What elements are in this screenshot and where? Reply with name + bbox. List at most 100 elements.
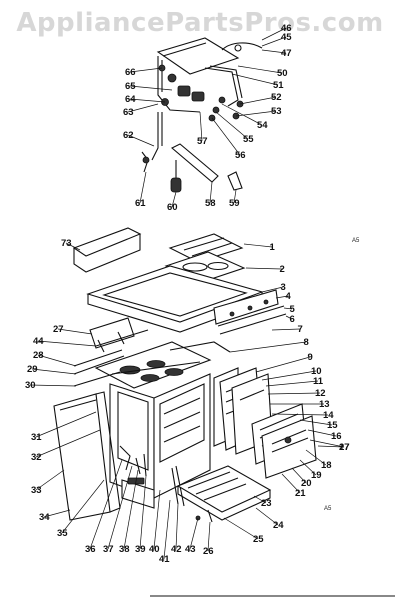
part-number-label[interactable]: 25 bbox=[253, 534, 264, 545]
leader-line bbox=[243, 243, 273, 248]
part-number-label[interactable]: 65 bbox=[125, 81, 136, 92]
part-number-label[interactable]: 38 bbox=[119, 544, 130, 555]
leader-line bbox=[285, 315, 293, 320]
leader-line bbox=[153, 489, 161, 550]
part-number-label[interactable]: 2 bbox=[280, 264, 285, 275]
part-number-label[interactable]: 62 bbox=[123, 130, 134, 141]
part-number-label[interactable]: 54 bbox=[257, 120, 268, 131]
part-number-label[interactable]: 31 bbox=[31, 432, 42, 443]
leader-line bbox=[129, 67, 163, 73]
part-number-label[interactable]: 34 bbox=[39, 512, 50, 523]
part-number-label[interactable]: 47 bbox=[281, 48, 292, 59]
leader-line bbox=[61, 479, 105, 534]
part-number-label[interactable]: 8 bbox=[304, 337, 309, 348]
part-number-label[interactable]: 56 bbox=[235, 150, 246, 161]
part-number-label[interactable]: 14 bbox=[323, 410, 334, 421]
part-number-label[interactable]: 4 bbox=[286, 291, 292, 302]
part-number-label[interactable]: 57 bbox=[197, 136, 208, 147]
part-number-label[interactable]: 29 bbox=[27, 364, 38, 375]
part-number-label[interactable]: 32 bbox=[31, 452, 42, 463]
part-number-label[interactable]: 36 bbox=[85, 544, 96, 555]
leader-line bbox=[265, 380, 319, 387]
part-number-label[interactable]: 46 bbox=[281, 23, 292, 34]
part-number-label[interactable]: 55 bbox=[243, 134, 254, 145]
part-number-label[interactable]: 9 bbox=[308, 352, 313, 363]
leader-line bbox=[253, 495, 267, 504]
leader-line bbox=[267, 392, 321, 395]
leader-line bbox=[233, 189, 237, 204]
part-number-label[interactable]: 40 bbox=[149, 544, 160, 555]
leader-line bbox=[299, 459, 317, 476]
leader-line bbox=[129, 85, 173, 91]
part-number-label[interactable]: 15 bbox=[327, 420, 338, 431]
part-number-label[interactable]: 13 bbox=[319, 399, 330, 410]
part-number-label[interactable]: 19 bbox=[311, 470, 322, 481]
part-number-label[interactable]: 37 bbox=[103, 544, 114, 555]
part-number-label[interactable]: 26 bbox=[203, 546, 214, 557]
part-number-label[interactable]: 27 bbox=[339, 442, 350, 453]
part-number-label[interactable]: 64 bbox=[125, 94, 136, 105]
leader-line bbox=[29, 384, 77, 387]
leader-line bbox=[211, 117, 241, 156]
leader-line bbox=[309, 439, 345, 448]
leader-line bbox=[65, 242, 81, 251]
part-number-label[interactable]: 52 bbox=[271, 92, 282, 103]
leader-line bbox=[221, 103, 263, 126]
part-number-label[interactable]: 24 bbox=[273, 520, 284, 531]
part-number-label[interactable]: 20 bbox=[301, 478, 312, 489]
part-number-label[interactable]: 60 bbox=[167, 202, 178, 213]
leader-line bbox=[163, 499, 171, 560]
part-number-label[interactable]: 73 bbox=[61, 238, 72, 249]
part-number-label[interactable]: 6 bbox=[290, 314, 295, 325]
leader-line bbox=[89, 459, 123, 550]
part-number-label[interactable]: 33 bbox=[31, 485, 42, 496]
leader-line bbox=[239, 96, 277, 105]
leader-line bbox=[261, 286, 284, 293]
part-number-label[interactable]: 50 bbox=[277, 68, 288, 79]
leader-line bbox=[31, 368, 77, 375]
part-number-label[interactable]: 35 bbox=[57, 528, 68, 539]
leader-line bbox=[139, 171, 147, 204]
part-number-label[interactable]: 7 bbox=[298, 324, 303, 335]
leader-line bbox=[261, 27, 287, 41]
range-body-assembly bbox=[53, 227, 317, 523]
part-number-label[interactable]: 59 bbox=[229, 198, 240, 209]
part-number-label[interactable]: 17 bbox=[339, 442, 350, 453]
part-number-label[interactable]: 66 bbox=[125, 67, 136, 78]
part-number-label[interactable]: 3 bbox=[281, 282, 286, 293]
part-number-label[interactable]: 23 bbox=[261, 498, 272, 509]
part-number-label[interactable]: 58 bbox=[205, 198, 216, 209]
leader-line bbox=[275, 295, 289, 299]
leader-line bbox=[261, 49, 287, 54]
part-number-label[interactable]: 42 bbox=[171, 544, 182, 555]
part-number-label[interactable]: 45 bbox=[281, 32, 292, 43]
part-number-label[interactable]: 28 bbox=[33, 350, 44, 361]
leader-line bbox=[207, 521, 211, 552]
part-number-label[interactable]: 41 bbox=[159, 554, 170, 565]
part-number-label[interactable]: 30 bbox=[25, 380, 36, 391]
part-number-label[interactable]: 21 bbox=[295, 488, 306, 499]
part-number-label[interactable]: 18 bbox=[321, 460, 332, 471]
part-number-label[interactable]: 16 bbox=[331, 431, 342, 442]
leader-line bbox=[229, 341, 307, 353]
part-number-label[interactable]: 63 bbox=[123, 107, 134, 118]
part-number-label[interactable]: 10 bbox=[311, 366, 322, 377]
leader-line bbox=[215, 111, 249, 140]
part-number-label[interactable]: 43 bbox=[185, 544, 196, 555]
part-number-label[interactable]: 5 bbox=[290, 304, 296, 315]
part-number-label[interactable]: 39 bbox=[135, 544, 146, 555]
control-bracket-assembly bbox=[141, 37, 263, 193]
leader-line bbox=[43, 509, 71, 518]
part-number-label[interactable]: 1 bbox=[270, 242, 276, 253]
part-number-label[interactable]: 53 bbox=[271, 106, 282, 117]
leader-line bbox=[189, 517, 199, 550]
part-number-label[interactable]: 27 bbox=[53, 324, 64, 335]
part-number-label[interactable]: 11 bbox=[313, 376, 324, 387]
leader-line bbox=[231, 73, 279, 86]
part-number-label[interactable]: 44 bbox=[33, 336, 44, 347]
part-number-label[interactable]: 51 bbox=[273, 80, 284, 91]
part-number-label[interactable]: 12 bbox=[315, 388, 326, 399]
part-number-label[interactable]: 61 bbox=[135, 198, 146, 209]
leader-line bbox=[261, 370, 317, 381]
